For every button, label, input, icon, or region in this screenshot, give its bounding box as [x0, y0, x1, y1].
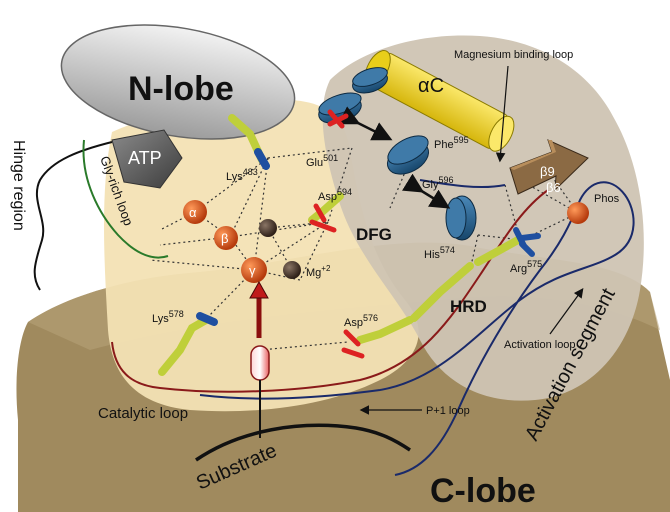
atp-shape — [111, 129, 183, 189]
phosphate-alpha — [183, 200, 207, 224]
hinge-region-label: Hinge region — [10, 140, 27, 231]
arrow-gly-cyl — [401, 173, 451, 209]
cylinder-2 — [352, 67, 388, 94]
catalytic-loop-label: Catalytic loop — [98, 405, 188, 422]
hrd-label: HRD — [450, 297, 487, 316]
cylinder-4 — [445, 195, 477, 241]
residue-lys578-stick — [158, 312, 218, 376]
residue-lys483-label: Lys483 — [226, 167, 258, 183]
residue-phe595-label: Phe595 — [434, 135, 469, 151]
residue-asp576-label: Asp576 — [344, 313, 378, 329]
activation-loop-pointer — [549, 288, 584, 335]
activation-loop-label: Activation loop — [504, 339, 576, 351]
beta-strand-arrow — [509, 139, 589, 195]
alpha-c-helix — [364, 50, 515, 152]
phosphate-beta — [214, 226, 238, 250]
n-lobe-ellipse — [60, 24, 296, 140]
n-lobe-label: N-lobe — [128, 70, 234, 108]
water-1 — [259, 219, 277, 237]
residue-lys483-stick — [228, 114, 270, 170]
mg-ion — [283, 261, 301, 279]
residue-asp594-label: Asp594 — [318, 187, 352, 203]
alpha-c-label: αC — [418, 75, 444, 97]
c-lobe-label: C-lobe — [430, 472, 536, 510]
atp-label: ATP — [128, 148, 162, 168]
mg-label: Mg+2 — [306, 264, 331, 279]
beta6-label: β6 — [546, 180, 561, 195]
beta9-label: β9 — [540, 164, 555, 179]
hinge-line — [33, 141, 113, 291]
residue-glu501-label: Glu501 — [306, 153, 338, 169]
residue-glu501-stick — [327, 109, 349, 129]
residue-his574-stick — [410, 262, 474, 322]
residue-arg575-label: Arg575 — [510, 259, 542, 275]
residue-his574-label: His574 — [424, 245, 455, 261]
substrate-curve — [195, 423, 411, 462]
residue-lys578-label: Lys578 — [152, 309, 184, 325]
activation-region — [322, 35, 644, 401]
alpha-label: α — [189, 205, 197, 220]
phos-circle — [567, 202, 589, 224]
substrate-capsule — [250, 345, 270, 381]
residue-arg575-stick — [474, 227, 541, 266]
beta-label: β — [221, 231, 228, 246]
residue-asp594-stick — [308, 192, 344, 233]
magnesium-loop-pointer — [495, 65, 509, 163]
phosphate-gamma — [241, 257, 267, 283]
gamma-label: γ — [249, 263, 256, 278]
gly-rich-loop — [82, 139, 169, 259]
residue-asp576-stick — [341, 316, 414, 359]
residue-gly596-label: Gly596 — [422, 175, 454, 191]
activation-loop — [199, 181, 635, 476]
cylinder-3 — [386, 135, 430, 175]
magnesium-binding-loop-label: Magnesium binding loop — [454, 49, 573, 61]
p1-loop-label: P+1 loop — [426, 405, 470, 417]
dfg-label: DFG — [356, 225, 392, 244]
phos-label: Phos — [594, 193, 620, 205]
arrow-glu-phe — [338, 106, 393, 141]
